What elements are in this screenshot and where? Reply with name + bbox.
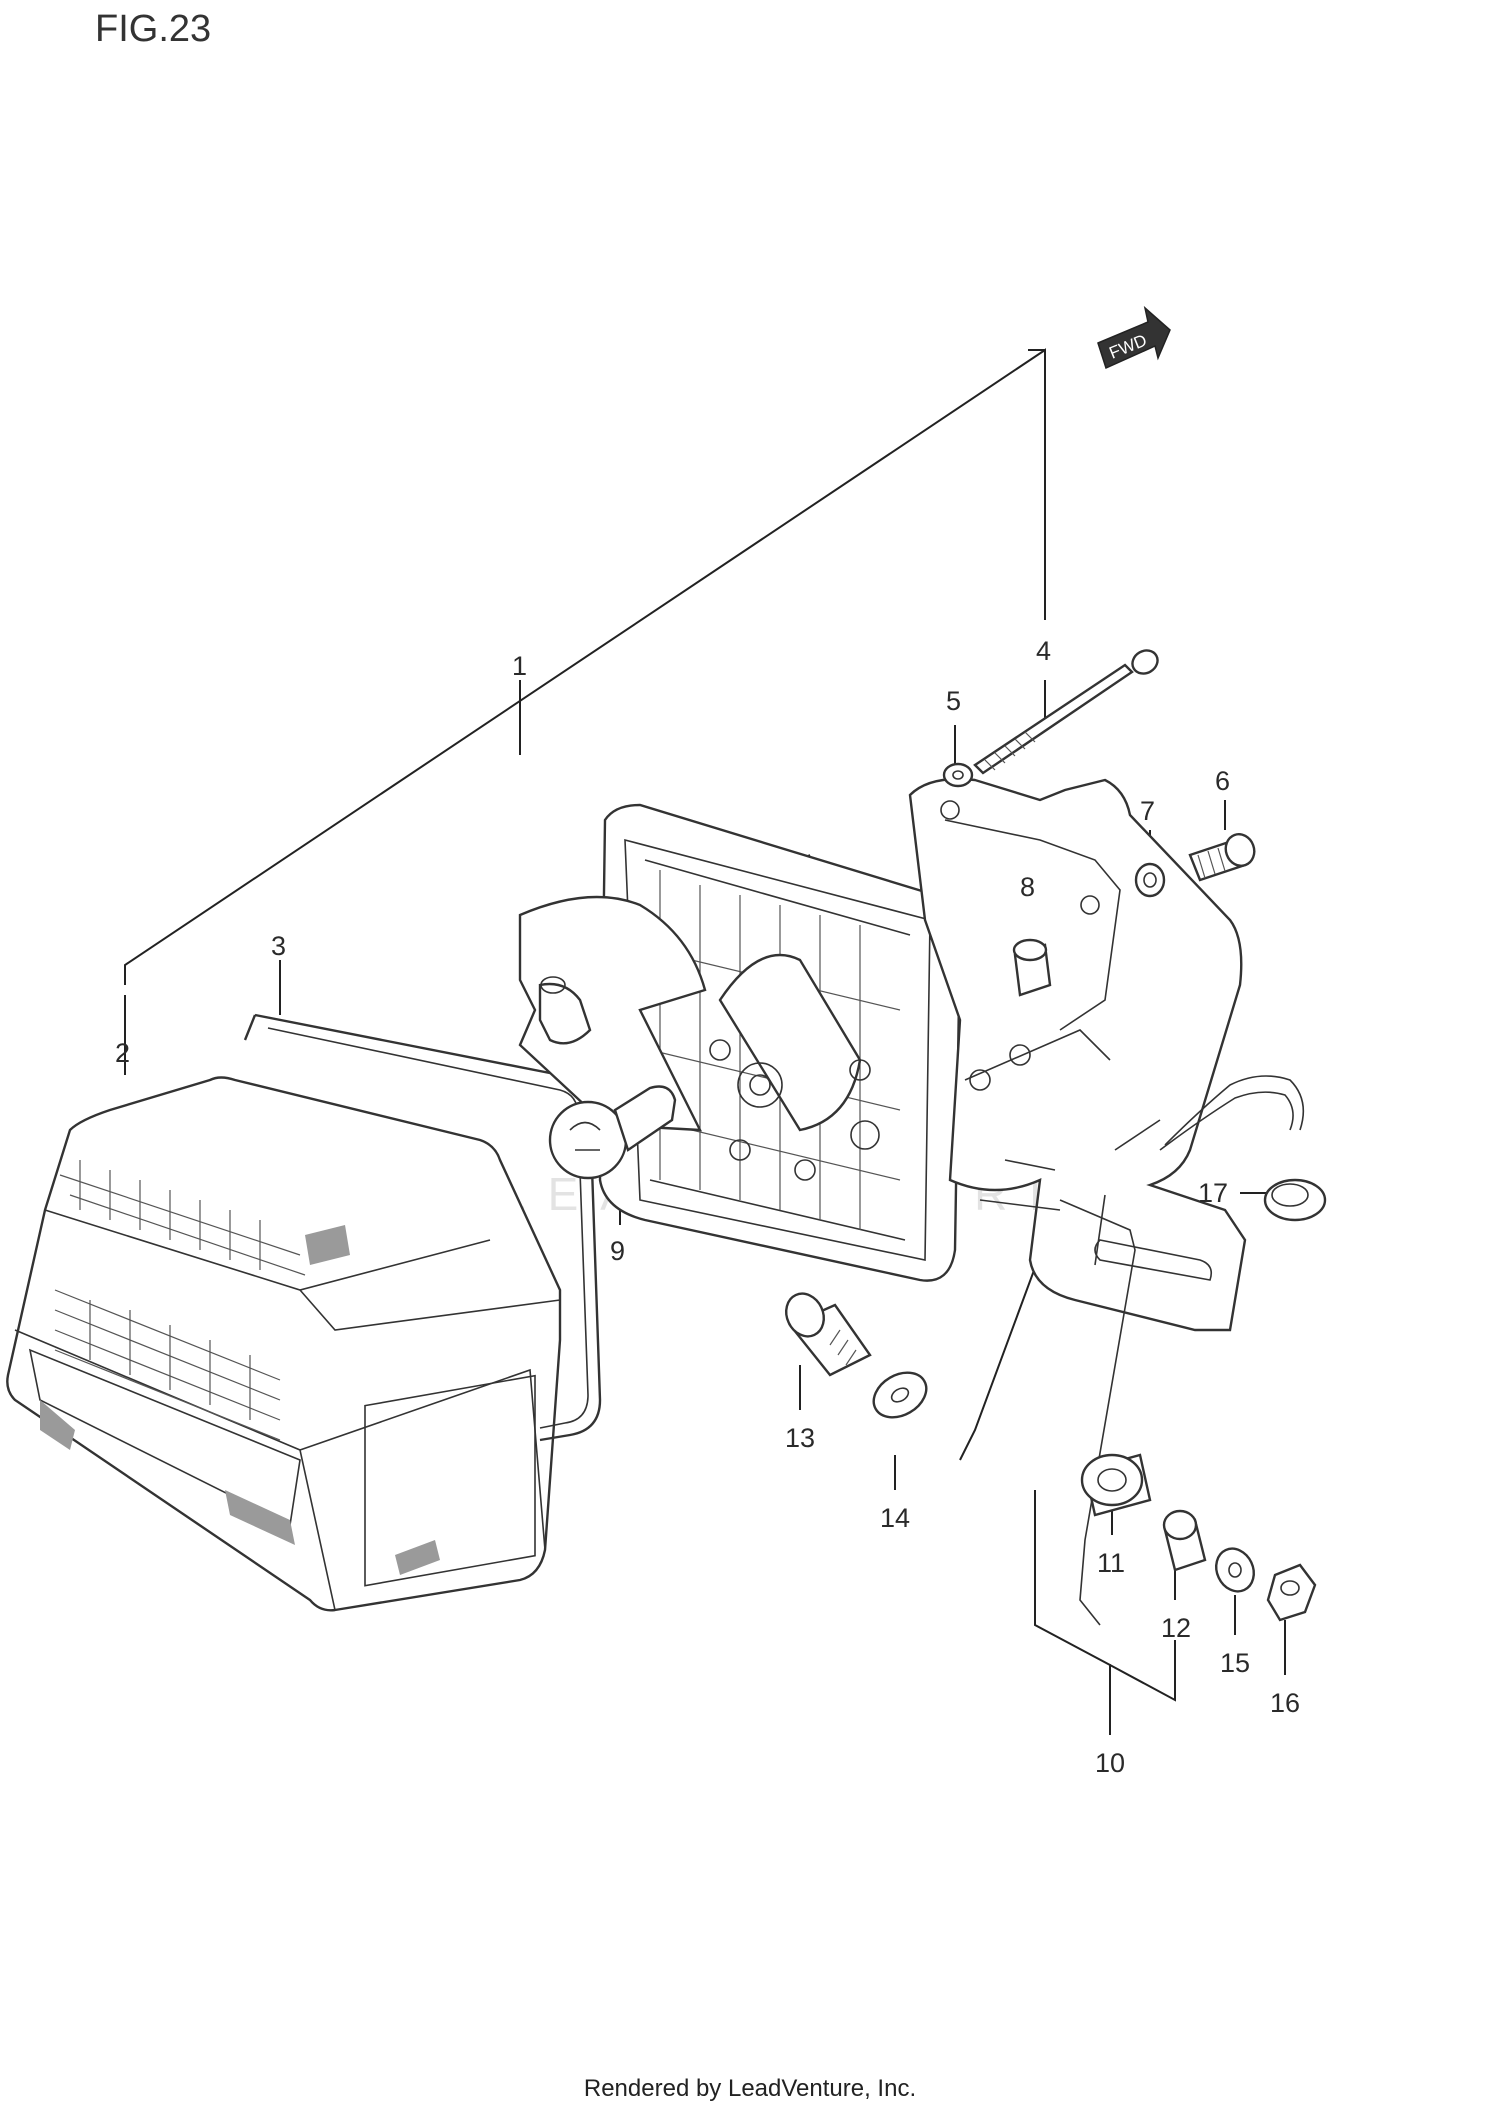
fwd-arrow-icon: FWD: [1097, 305, 1171, 370]
callout-1: 1: [512, 651, 527, 681]
washer-15: [1215, 1547, 1255, 1593]
leader-lines: [124, 348, 1286, 1735]
callout-7: 7: [1140, 796, 1155, 826]
long-bolt: [973, 649, 1159, 775]
spacer-7: [1134, 862, 1166, 898]
bulb: [548, 1085, 677, 1180]
figure-title: FIG.23: [95, 8, 212, 50]
callout-labels: 1 2 3 4 5 6 7 8 9 10 11 12 13 14 15 16 1…: [115, 636, 1300, 1778]
cushion-11: [1080, 1453, 1152, 1517]
nut-16: [1266, 1563, 1317, 1622]
callout-4: 4: [1036, 636, 1051, 666]
callout-8: 8: [1020, 872, 1035, 902]
tail-light-lens: [6, 1076, 562, 1612]
callout-12: 12: [1161, 1613, 1191, 1643]
washer-5: [942, 762, 974, 788]
callout-17: 17: [1198, 1178, 1228, 1208]
reflector-plate: [518, 895, 707, 1132]
callout-2: 2: [115, 1038, 130, 1068]
footer-credit: Rendered by LeadVenture, Inc.: [583, 2075, 917, 2102]
callout-6: 6: [1215, 766, 1230, 796]
callout-13: 13: [785, 1423, 815, 1453]
callout-5: 5: [946, 686, 961, 716]
callout-14: 14: [880, 1503, 910, 1533]
washer-14: [872, 1371, 928, 1419]
callout-3: 3: [271, 931, 286, 961]
collar-12: [1162, 1509, 1207, 1572]
callout-16: 16: [1270, 1688, 1300, 1718]
bolt-13: [785, 1292, 872, 1377]
collar-8: [1012, 938, 1052, 997]
callout-15: 15: [1220, 1648, 1250, 1678]
callout-9: 9: [610, 1236, 625, 1266]
grommet-17: [1263, 1178, 1327, 1222]
callout-10: 10: [1095, 1748, 1125, 1778]
license-bracket: [1059, 1199, 1136, 1626]
wire-harness: [1159, 1075, 1305, 1151]
bolt-6: [1188, 833, 1256, 882]
mounting-bracket: [908, 777, 1247, 1332]
callout-11: 11: [1097, 1548, 1125, 1578]
